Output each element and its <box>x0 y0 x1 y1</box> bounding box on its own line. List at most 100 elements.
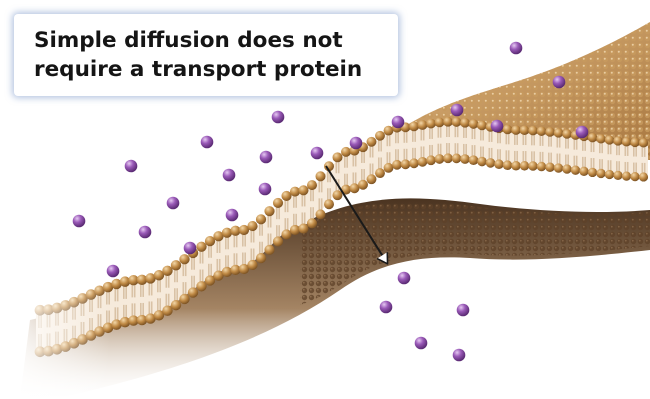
phospholipid-head-outer <box>222 228 232 238</box>
phospholipid-head-inner <box>264 245 274 255</box>
phospholipid-head-inner <box>579 167 588 176</box>
phospholipid-head-inner <box>562 164 571 173</box>
phospholipid-head-outer <box>375 131 385 141</box>
phospholipid-head-outer <box>613 136 622 145</box>
phospholipid-head-outer <box>384 126 394 136</box>
caption-text: Simple diffusion does not require a tran… <box>34 26 362 84</box>
membrane-left-fade <box>0 250 110 399</box>
phospholipid-head-inner <box>511 161 521 171</box>
phospholipid-head-outer <box>503 125 513 135</box>
caption-line-1: Simple diffusion does not <box>34 26 362 55</box>
phospholipid-head-inner <box>171 300 181 310</box>
phospholipid-head-outer <box>179 254 189 264</box>
solute-molecule <box>491 120 504 133</box>
phospholipid-head-inner <box>162 306 172 316</box>
phospholipid-head-inner <box>622 171 631 180</box>
phospholipid-head-outer <box>452 117 462 127</box>
phospholipid-head-inner <box>324 199 334 209</box>
phospholipid-head-outer <box>315 171 325 181</box>
solute-molecule <box>259 183 272 196</box>
phospholipid-head-outer <box>264 206 274 216</box>
solute-molecule <box>201 136 214 149</box>
phospholipid-head-inner <box>477 157 487 167</box>
phospholipid-head-inner <box>588 168 597 177</box>
phospholipid-head-inner <box>179 294 189 304</box>
phospholipid-head-outer <box>588 133 597 142</box>
solute-molecule <box>553 76 566 89</box>
phospholipid-head-inner <box>545 163 554 172</box>
solute-molecule <box>457 304 470 317</box>
phospholipid-head-outer <box>256 214 266 224</box>
phospholipid-head-inner <box>452 154 462 164</box>
solute-molecule <box>453 349 466 362</box>
phospholipid-head-inner <box>520 161 530 171</box>
phospholipid-head-outer <box>196 242 206 252</box>
phospholipid-head-outer <box>528 126 537 135</box>
phospholipid-head-inner <box>469 155 479 165</box>
phospholipid-head-inner <box>554 163 563 172</box>
phospholipid-head-outer <box>333 152 343 162</box>
phospholipid-head-inner <box>188 287 198 297</box>
phospholipid-head-inner <box>222 267 232 277</box>
phospholipid-head-inner <box>307 218 317 228</box>
phospholipid-head-inner <box>281 229 291 239</box>
phospholipid-head-inner <box>418 157 428 167</box>
phospholipid-head-inner <box>298 224 308 234</box>
phospholipid-head-inner <box>367 174 377 184</box>
solute-molecule <box>139 226 152 239</box>
phospholipid-head-outer <box>307 180 317 190</box>
phospholipid-head-inner <box>358 180 368 190</box>
phospholipid-head-inner <box>630 172 639 181</box>
phospholipid-head-inner <box>494 159 504 169</box>
phospholipid-head-outer <box>273 198 283 208</box>
solute-molecule <box>510 42 523 55</box>
phospholipid-head-inner <box>613 171 622 180</box>
phospholipid-head-outer <box>605 135 614 144</box>
solute-molecule <box>73 215 86 228</box>
solute-molecule <box>415 337 428 350</box>
solute-molecule <box>167 197 180 210</box>
phospholipid-head-inner <box>375 168 385 178</box>
phospholipid-head-outer <box>554 128 563 137</box>
phospholipid-head-outer <box>290 187 300 197</box>
phospholipid-head-inner <box>435 154 445 164</box>
solute-molecule <box>451 104 464 117</box>
phospholipid-head-outer <box>639 138 648 147</box>
phospholipid-head-inner <box>639 172 648 181</box>
phospholipid-head-inner <box>401 159 411 169</box>
phospholipid-head-outer <box>545 127 554 136</box>
phospholipid-head-outer <box>596 134 605 143</box>
solute-molecule <box>125 160 138 173</box>
phospholipid-head-outer <box>435 118 445 128</box>
solute-molecule <box>107 265 120 278</box>
phospholipid-head-outer <box>409 122 419 132</box>
solute-molecule <box>223 169 236 182</box>
phospholipid-head-outer <box>171 260 181 270</box>
phospholipid-head-outer <box>520 126 530 136</box>
phospholipid-head-outer <box>511 125 521 135</box>
phospholipid-head-inner <box>315 209 325 219</box>
phospholipid-head-outer <box>341 147 351 157</box>
solute-molecule <box>260 151 273 164</box>
phospholipid-head-outer <box>247 221 257 231</box>
phospholipid-head-inner <box>605 170 614 179</box>
phospholipid-head-outer <box>443 117 453 127</box>
phospholipid-head-inner <box>571 165 580 174</box>
phospholipid-head-outer <box>460 118 470 128</box>
phospholipid-head-inner <box>503 160 513 170</box>
caption-line-2: require a transport protein <box>34 55 362 84</box>
phospholipid-head-outer <box>477 121 487 131</box>
phospholipid-head-outer <box>537 126 546 135</box>
phospholipid-head-outer <box>418 120 428 130</box>
phospholipid-head-outer <box>162 266 172 276</box>
phospholipid-head-outer <box>298 185 308 195</box>
solute-molecule <box>272 111 285 124</box>
phospholipid-head-inner <box>273 236 283 246</box>
phospholipid-head-inner <box>426 155 436 165</box>
phospholipid-head-outer <box>469 119 479 129</box>
phospholipid-head-inner <box>290 225 300 235</box>
phospholipid-head-inner <box>596 169 605 178</box>
phospholipid-head-inner <box>196 281 206 291</box>
solute-molecule <box>350 137 363 150</box>
